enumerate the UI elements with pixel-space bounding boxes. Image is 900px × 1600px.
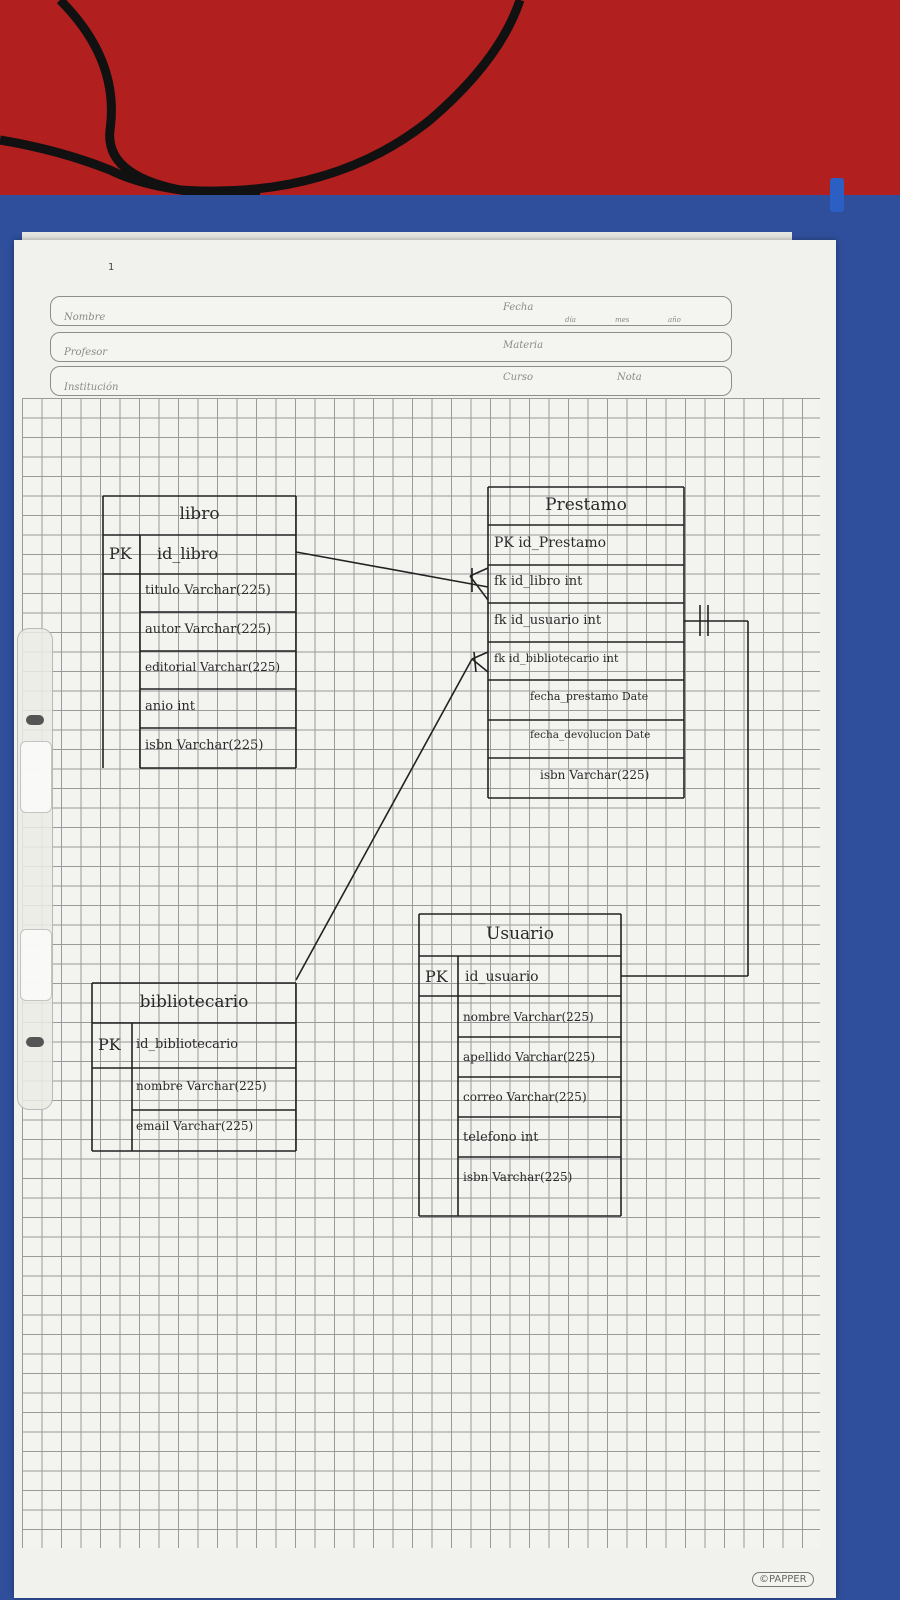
- binder-slide-top: [20, 741, 52, 813]
- pk-marker: PK: [109, 544, 132, 563]
- ano-label: año: [668, 316, 681, 324]
- table-title: bibliotecario: [139, 992, 249, 1012]
- bibliotecario-table-border: [91, 982, 297, 1152]
- field-nombre: nombre Varchar(225): [136, 1079, 267, 1093]
- brand-logo: ©PAPPER: [752, 1572, 814, 1587]
- nota-label: Nota: [617, 372, 642, 383]
- folder-tab: [830, 178, 844, 212]
- binder-slide-bottom: [20, 929, 52, 1001]
- field-isbn: isbn Varchar(225): [463, 1170, 573, 1184]
- curso-label: Curso: [503, 372, 534, 383]
- fecha-label: Fecha: [503, 302, 534, 313]
- table-title: Prestamo: [545, 495, 627, 515]
- field-apellido: apellido Varchar(225): [463, 1050, 596, 1064]
- field-fk-id-libro: fk id_libro int: [494, 574, 583, 589]
- dia-label: día: [565, 316, 576, 324]
- graph-paper-grid: [22, 398, 820, 1548]
- materia-label: Materia: [503, 340, 544, 351]
- institucion-label: Institución: [64, 382, 119, 393]
- field-titulo: titulo Varchar(225): [145, 583, 271, 598]
- field-isbn: isbn Varchar(225): [540, 768, 650, 782]
- field-id-libro: id_libro: [157, 544, 219, 563]
- table-title: libro: [179, 504, 220, 524]
- field-nombre: nombre Varchar(225): [463, 1010, 594, 1024]
- field-telefono: telefono int: [463, 1130, 539, 1145]
- binder-rivet-bottom: [26, 1037, 44, 1047]
- nombre-label: Nombre: [64, 312, 106, 323]
- table-libro: libro PK id_libro titulo Varchar(225) au…: [103, 496, 296, 768]
- field-correo: correo Varchar(225): [463, 1090, 587, 1104]
- field-fecha-prestamo: fecha_prestamo Date: [530, 690, 649, 703]
- field-fk-id-bibliotecario: fk id_bibliotecario int: [494, 651, 619, 665]
- pk-marker: PK: [98, 1035, 121, 1054]
- table-title: Usuario: [486, 924, 554, 944]
- relation-bibliotecario-prestamo: [295, 651, 489, 981]
- relation-usuario-prestamo: [621, 605, 749, 977]
- header-row-nombre: [50, 296, 732, 326]
- table-usuario: Usuario PK id_usuario nombre Varchar(225…: [419, 914, 621, 1216]
- pk-marker: PK: [425, 967, 448, 986]
- field-editorial: editorial Varchar(225): [145, 660, 281, 674]
- binder-fastener: [17, 628, 53, 1110]
- page-number: 1: [108, 262, 115, 273]
- field-id-usuario: id_usuario: [465, 969, 539, 985]
- prestamo-table-border: [487, 486, 685, 799]
- field-fk-id-usuario: fk id_usuario int: [494, 613, 602, 628]
- binder-rivet-top: [26, 715, 44, 725]
- libro-table-border: [102, 495, 297, 769]
- table-prestamo: Prestamo PK id_Prestamo fk id_libro int …: [488, 487, 684, 798]
- field-autor: autor Varchar(225): [145, 622, 272, 637]
- table-bibliotecario: bibliotecario PK id_bibliotecario nombre…: [92, 983, 296, 1151]
- field-id-prestamo: PK id_Prestamo: [494, 535, 607, 551]
- field-anio: anio int: [145, 699, 195, 714]
- field-id-bibliotecario: id_bibliotecario: [136, 1037, 239, 1052]
- header-row-institucion: [50, 366, 732, 396]
- usuario-table-border: [418, 913, 622, 1217]
- field-isbn: isbn Varchar(225): [145, 738, 264, 753]
- relation-libro-prestamo: [295, 551, 489, 601]
- profesor-label: Profesor: [64, 347, 108, 358]
- field-fecha-devolucion: fecha_devolucion Date: [530, 729, 651, 741]
- header-row-profesor: [50, 332, 732, 362]
- mes-label: mes: [615, 316, 630, 324]
- field-email: email Varchar(225): [136, 1119, 254, 1133]
- power-cable: [0, 0, 525, 200]
